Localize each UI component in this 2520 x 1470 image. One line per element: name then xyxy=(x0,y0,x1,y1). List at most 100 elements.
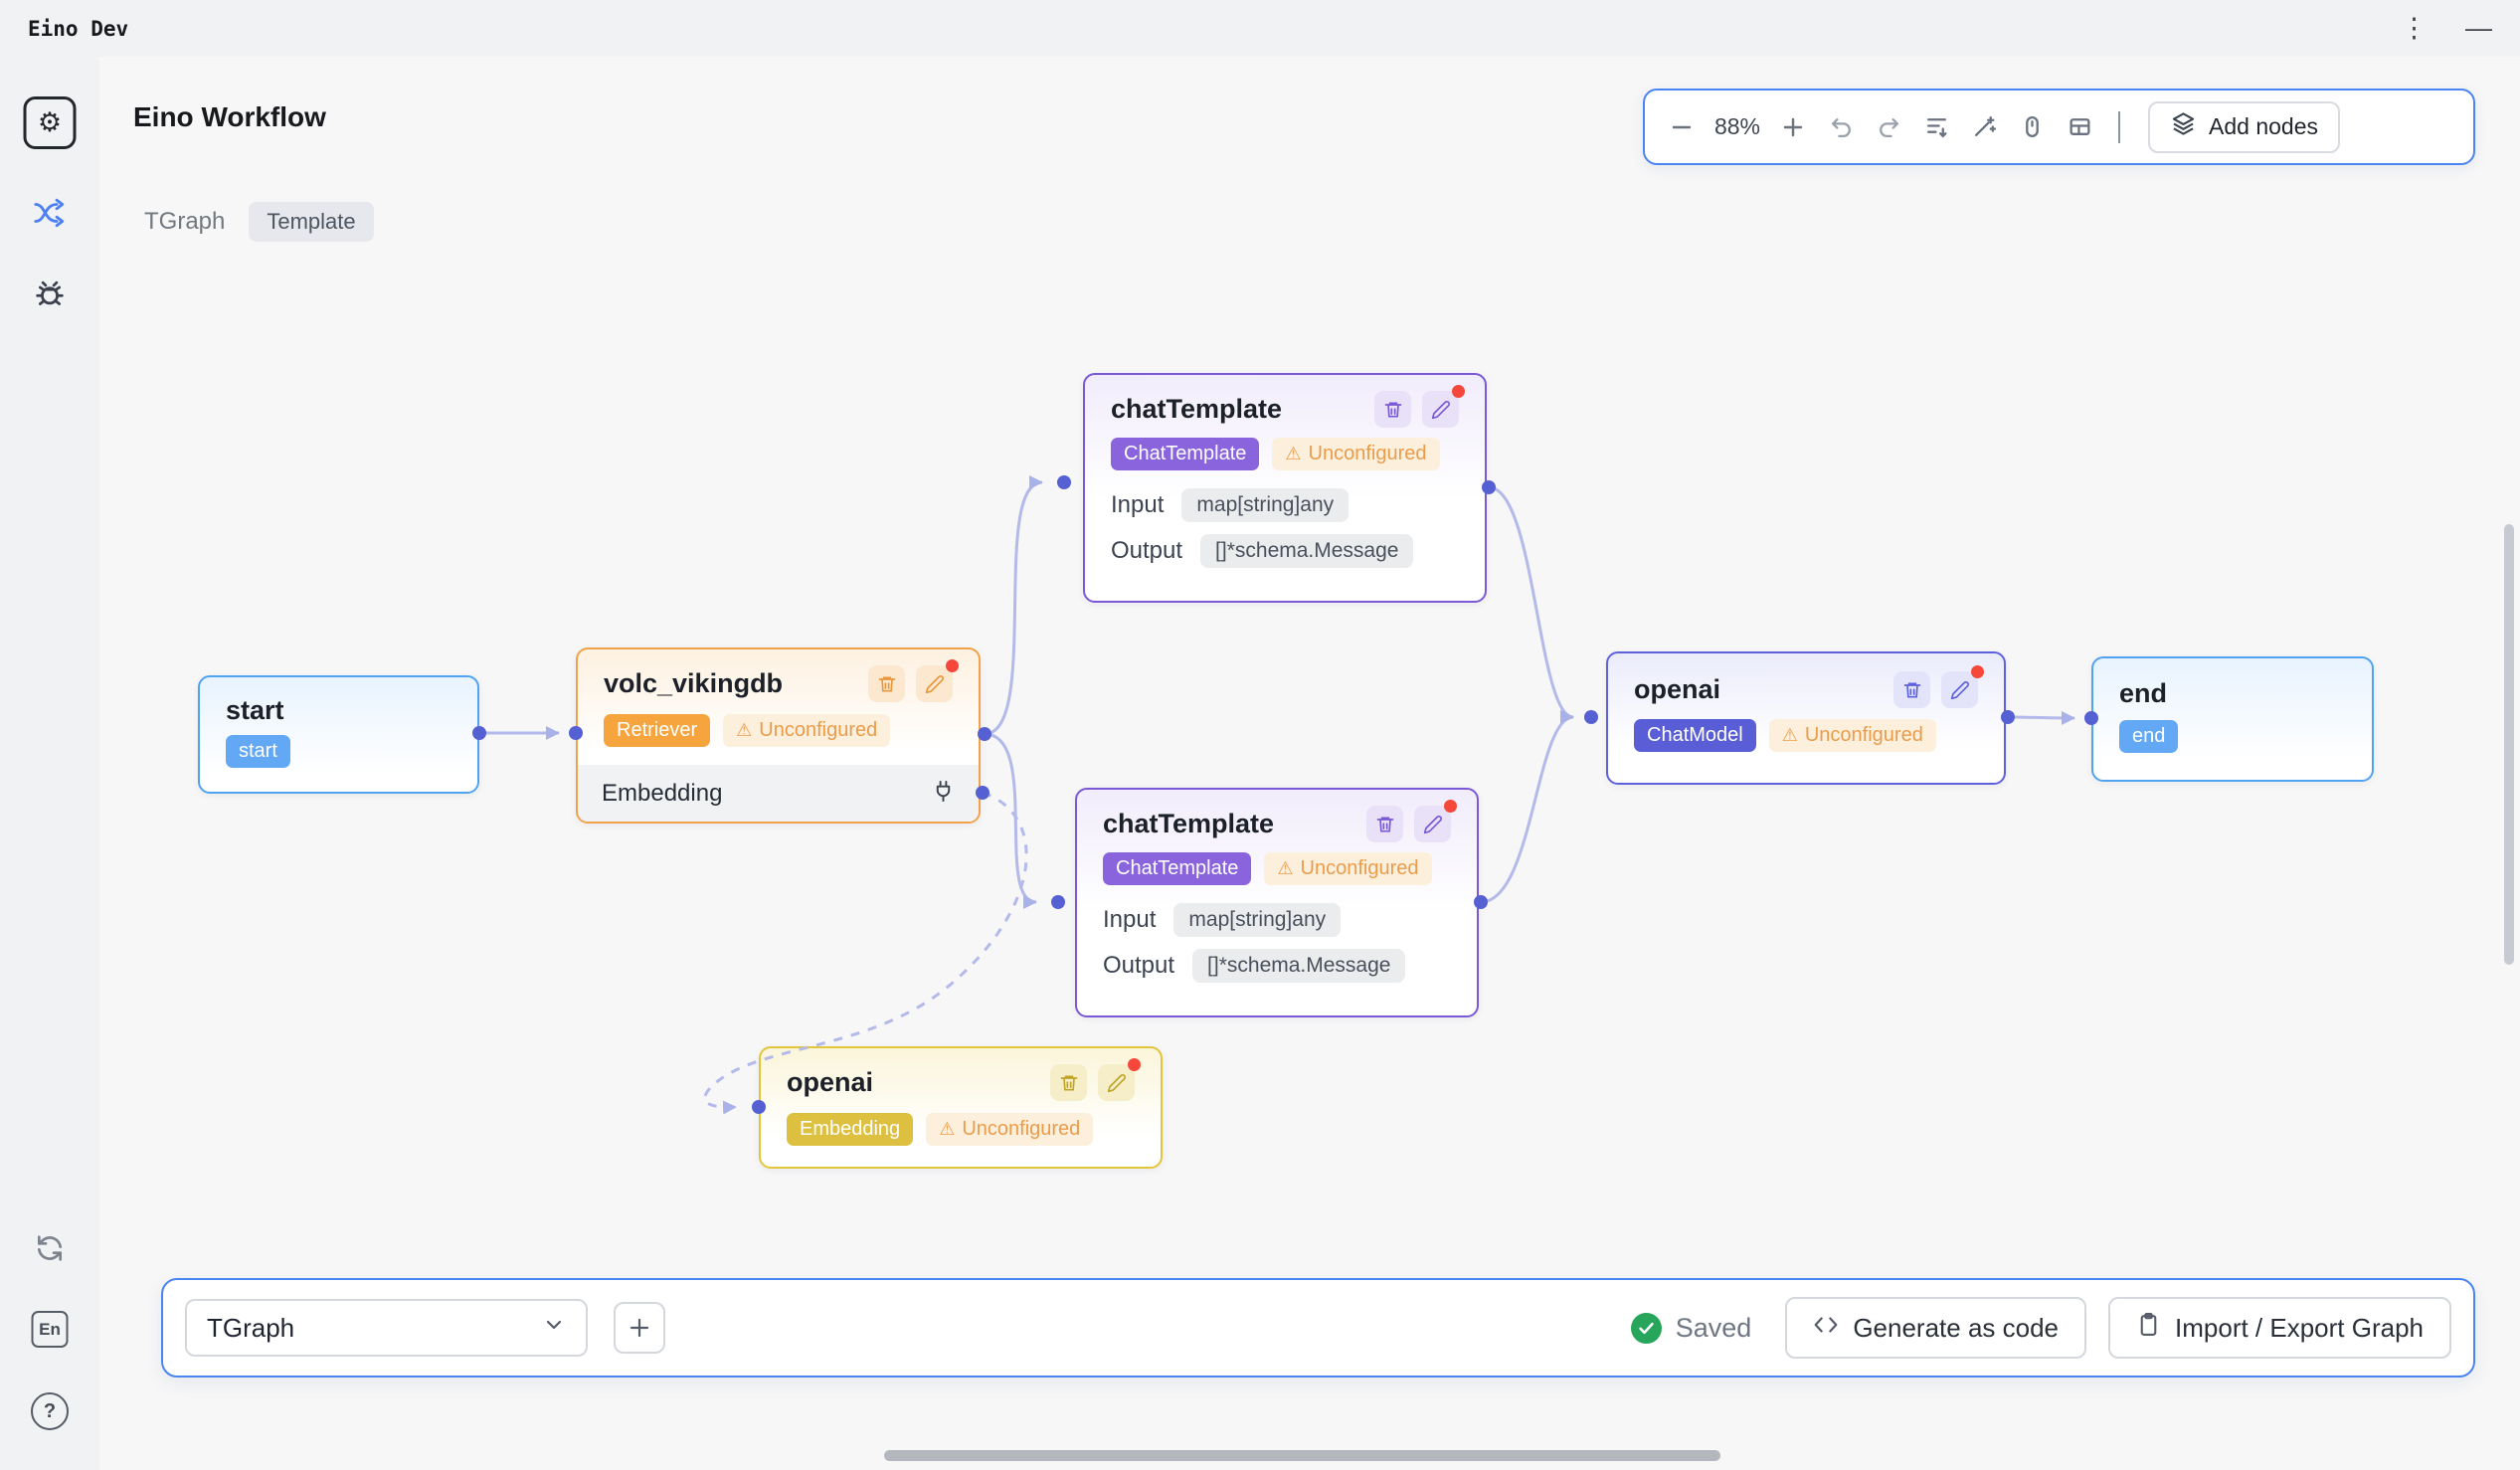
vertical-scrollbar[interactable] xyxy=(2504,524,2514,965)
unsaved-indicator xyxy=(946,659,959,672)
warning-icon: ⚠ xyxy=(1782,725,1798,746)
sync-icon[interactable] xyxy=(34,1232,66,1269)
magic-wand-button[interactable] xyxy=(1963,106,2005,148)
delete-node-button[interactable] xyxy=(1366,806,1403,842)
input-label: Input xyxy=(1111,491,1164,519)
add-nodes-button[interactable]: Add nodes xyxy=(2148,101,2340,153)
node-type-badge: ChatTemplate xyxy=(1111,438,1259,470)
edit-node-button[interactable] xyxy=(916,665,953,702)
redo-button[interactable] xyxy=(1868,106,1909,148)
unsaved-indicator xyxy=(1971,665,1984,678)
node-openai-embedding[interactable]: openai Embedding ⚠ Unconfigured xyxy=(759,1046,1163,1169)
node-chat-template-1[interactable]: chatTemplate ChatTemplate ⚠ Unconfigured… xyxy=(1083,373,1487,603)
input-type-chip: map[string]any xyxy=(1181,488,1349,522)
app-logo-icon: ⚙ xyxy=(24,96,77,149)
unsaved-indicator xyxy=(1128,1058,1141,1071)
add-nodes-label: Add nodes xyxy=(2209,113,2318,140)
toolbar-divider xyxy=(2118,111,2120,143)
edit-node-button[interactable] xyxy=(1414,806,1451,842)
minimap-button[interactable] xyxy=(2059,106,2100,148)
graph-name-label: TGraph xyxy=(144,208,225,236)
node-chat-template-2[interactable]: chatTemplate ChatTemplate ⚠ Unconfigured… xyxy=(1075,788,1479,1017)
end-badge: end xyxy=(2119,720,2178,753)
node-title: openai xyxy=(787,1067,873,1098)
save-status-label: Saved xyxy=(1676,1313,1752,1344)
auto-layout-button[interactable] xyxy=(1915,106,1957,148)
status-badge: ⚠ Unconfigured xyxy=(723,714,890,747)
canvas-toolbar: 88% xyxy=(1643,89,2475,165)
check-icon xyxy=(1631,1313,1662,1344)
warning-icon: ⚠ xyxy=(1277,858,1293,879)
input-label: Input xyxy=(1103,906,1156,934)
graph-selector[interactable]: TGraph xyxy=(185,1299,588,1357)
window-titlebar: Eino Dev ⋮ — xyxy=(0,0,2520,57)
layers-icon xyxy=(2170,110,2197,143)
status-badge: ⚠ Unconfigured xyxy=(1264,852,1431,885)
import-export-button[interactable]: Import / Export Graph xyxy=(2108,1297,2451,1359)
edit-node-button[interactable] xyxy=(1941,671,1978,708)
bottom-bar: TGraph Saved Generate as code Import / xyxy=(161,1278,2475,1378)
status-badge: ⚠ Unconfigured xyxy=(1272,438,1439,470)
status-badge: ⚠ Unconfigured xyxy=(926,1113,1093,1146)
help-icon[interactable]: ? xyxy=(31,1392,69,1430)
status-badge: ⚠ Unconfigured xyxy=(1769,719,1936,752)
output-type-chip: []*schema.Message xyxy=(1200,534,1413,568)
page-title: Eino Workflow xyxy=(133,101,326,133)
window-title: Eino Dev xyxy=(28,17,128,41)
chevron-down-icon xyxy=(542,1313,566,1344)
minimize-icon[interactable]: — xyxy=(2465,13,2492,44)
node-openai-chatmodel[interactable]: openai ChatModel ⚠ Unconfigured xyxy=(1606,651,2006,785)
workflow-nav-icon[interactable] xyxy=(33,196,67,235)
warning-icon: ⚠ xyxy=(736,720,752,741)
graph-selector-value: TGraph xyxy=(207,1313,294,1344)
zoom-out-button[interactable] xyxy=(1661,106,1703,148)
warning-icon: ⚠ xyxy=(939,1119,955,1140)
node-title: openai xyxy=(1634,674,1720,705)
node-type-badge: ChatTemplate xyxy=(1103,852,1251,885)
delete-node-button[interactable] xyxy=(1050,1064,1087,1101)
sidebar: ⚙ En ? xyxy=(0,57,99,1470)
horizontal-scrollbar[interactable] xyxy=(884,1450,1720,1461)
node-type-badge: Retriever xyxy=(604,714,710,747)
save-status: Saved xyxy=(1631,1313,1752,1344)
more-options-icon[interactable]: ⋮ xyxy=(2401,13,2428,44)
node-end[interactable]: end end xyxy=(2091,656,2374,782)
zoom-level: 88% xyxy=(1709,113,1766,140)
unsaved-indicator xyxy=(1452,385,1465,398)
code-icon xyxy=(1813,1312,1839,1345)
edit-node-button[interactable] xyxy=(1422,391,1459,428)
port-label: Embedding xyxy=(602,780,722,808)
delete-node-button[interactable] xyxy=(1893,671,1930,708)
output-type-chip: []*schema.Message xyxy=(1192,949,1405,983)
add-graph-button[interactable] xyxy=(614,1302,665,1354)
node-title: end xyxy=(2119,678,2346,709)
output-label: Output xyxy=(1111,537,1182,565)
node-start[interactable]: start start xyxy=(198,675,479,794)
clipboard-icon xyxy=(2136,1312,2161,1344)
debug-nav-icon[interactable] xyxy=(34,276,67,314)
embedding-port-row[interactable]: Embedding xyxy=(578,765,979,822)
node-title: start xyxy=(226,695,451,726)
edit-node-button[interactable] xyxy=(1098,1064,1135,1101)
warning-icon: ⚠ xyxy=(1285,444,1301,464)
unsaved-indicator xyxy=(1444,800,1457,813)
generate-code-button[interactable]: Generate as code xyxy=(1785,1297,2086,1359)
mouse-mode-button[interactable] xyxy=(2011,106,2053,148)
template-tab[interactable]: Template xyxy=(249,202,373,242)
zoom-in-button[interactable] xyxy=(1772,106,1814,148)
node-title: volc_vikingdb xyxy=(604,668,783,699)
plug-icon xyxy=(932,780,955,808)
node-type-badge: ChatModel xyxy=(1634,719,1756,752)
start-badge: start xyxy=(226,735,290,768)
undo-button[interactable] xyxy=(1820,106,1862,148)
delete-node-button[interactable] xyxy=(868,665,905,702)
node-title: chatTemplate xyxy=(1111,394,1282,425)
breadcrumb: TGraph Template xyxy=(144,202,374,242)
delete-node-button[interactable] xyxy=(1374,391,1411,428)
node-volc-vikingdb[interactable]: volc_vikingdb Retriever ⚠ Unconfigured E… xyxy=(576,647,981,824)
output-label: Output xyxy=(1103,952,1174,980)
node-type-badge: Embedding xyxy=(787,1113,913,1146)
input-type-chip: map[string]any xyxy=(1173,903,1341,937)
language-icon[interactable]: En xyxy=(32,1311,69,1348)
